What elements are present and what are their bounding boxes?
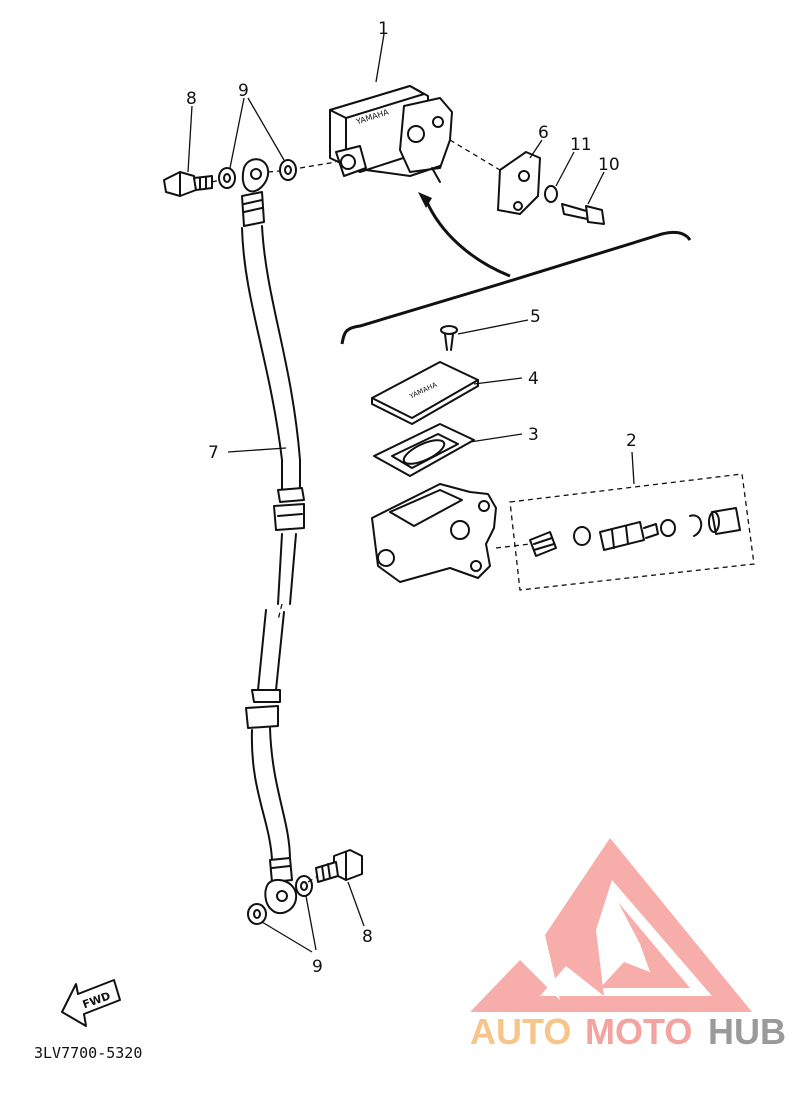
brake-hose-part-7	[241, 158, 305, 915]
union-bolt-top-part-8	[163, 171, 213, 197]
kit-box-part-2	[509, 473, 755, 591]
union-bolt-bottom-part-8	[315, 849, 363, 883]
master-cylinder-assembly: YAMAHA	[329, 85, 453, 183]
clamp-holder-part-6	[497, 151, 541, 215]
label-3: 3	[528, 425, 539, 445]
label-5: 5	[530, 307, 541, 327]
label-6: 6	[538, 123, 549, 143]
leader-7	[227, 447, 287, 453]
diaphragm-part-3	[373, 423, 475, 477]
label-2: 2	[626, 431, 637, 451]
watermark-text-hub: HUB	[708, 1011, 786, 1052]
leader-9-bottom	[261, 895, 317, 953]
diagram-part-code: 3LV7700-5320	[34, 1044, 142, 1062]
label-8-bottom: 8	[362, 927, 373, 947]
label-8-top: 8	[186, 89, 197, 109]
section-divider-line	[340, 230, 692, 345]
label-1: 1	[378, 19, 389, 39]
leader-9-top	[229, 97, 285, 169]
watermark-text-moto: MOTO	[585, 1011, 692, 1052]
washer-top-right-part-9	[279, 159, 297, 181]
bolt-part-10	[561, 203, 605, 225]
leader-1	[375, 33, 385, 83]
watermark-text-auto: AUTO	[470, 1011, 571, 1052]
leader-8-bottom	[347, 881, 365, 927]
washer-bottom-left-part-9	[247, 903, 267, 925]
leader-4	[473, 377, 523, 385]
leader-5	[457, 319, 529, 335]
leader-6	[529, 139, 543, 159]
screw-part-5	[440, 325, 458, 351]
leader-8-top	[187, 105, 193, 173]
washer-part-11	[544, 185, 558, 203]
label-11: 11	[570, 135, 592, 155]
master-cylinder-body	[371, 483, 497, 583]
leader-3	[469, 433, 523, 443]
pointer-arrow	[424, 199, 511, 278]
washer-bottom-right-part-9	[295, 875, 313, 897]
label-7: 7	[208, 443, 219, 463]
leader-10	[587, 171, 605, 205]
kit-pieces	[529, 507, 741, 557]
label-10: 10	[598, 155, 620, 175]
label-4: 4	[528, 369, 539, 389]
forward-arrow-icon: FWD	[61, 979, 121, 1027]
washer-top-left-part-9	[218, 167, 236, 189]
pointer-arrow-head	[418, 192, 432, 208]
label-9-bottom: 9	[312, 957, 323, 977]
label-9-top: 9	[238, 81, 249, 101]
watermark-logo	[470, 838, 752, 1012]
cap-part-4: YAMAHA	[371, 361, 479, 425]
leader-11	[555, 151, 575, 187]
